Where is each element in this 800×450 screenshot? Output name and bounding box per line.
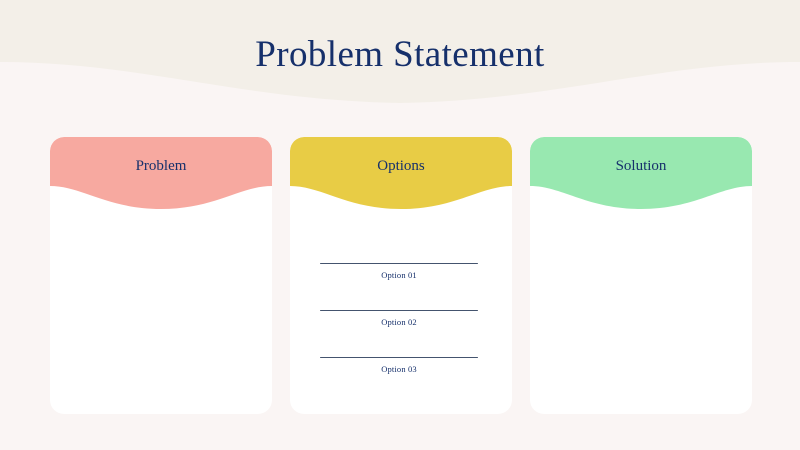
option-rule-line <box>320 263 478 265</box>
option-label: Option 02 <box>381 317 417 327</box>
card-body-options: Option 01 Option 02 Option 03 <box>290 213 512 414</box>
background-wave-decoration <box>0 0 800 103</box>
card-body-solution <box>530 213 752 414</box>
card-header-shape-solution <box>530 137 752 209</box>
card-problem[interactable]: Problem <box>50 137 272 414</box>
option-label: Option 03 <box>381 364 417 374</box>
card-title-problem: Problem <box>135 158 187 174</box>
cards-row: Problem Options Option <box>50 137 752 414</box>
list-item[interactable]: Option 03 <box>320 357 482 404</box>
option-rule-line <box>320 357 478 359</box>
card-solution[interactable]: Solution <box>530 137 752 414</box>
card-header-shape-options <box>290 137 512 209</box>
page-title: Problem Statement <box>255 34 545 75</box>
list-item[interactable]: Option 01 <box>320 263 482 310</box>
option-rule-line <box>320 310 478 312</box>
card-body-problem <box>50 213 272 414</box>
option-label: Option 01 <box>381 270 417 280</box>
card-header-shape-problem <box>50 137 272 209</box>
options-list: Option 01 Option 02 Option 03 <box>320 263 482 404</box>
list-item[interactable]: Option 02 <box>320 310 482 357</box>
card-options[interactable]: Options Option 01 Option 02 Option 03 <box>290 137 512 414</box>
card-title-solution: Solution <box>615 158 667 174</box>
card-title-options: Options <box>377 158 425 174</box>
